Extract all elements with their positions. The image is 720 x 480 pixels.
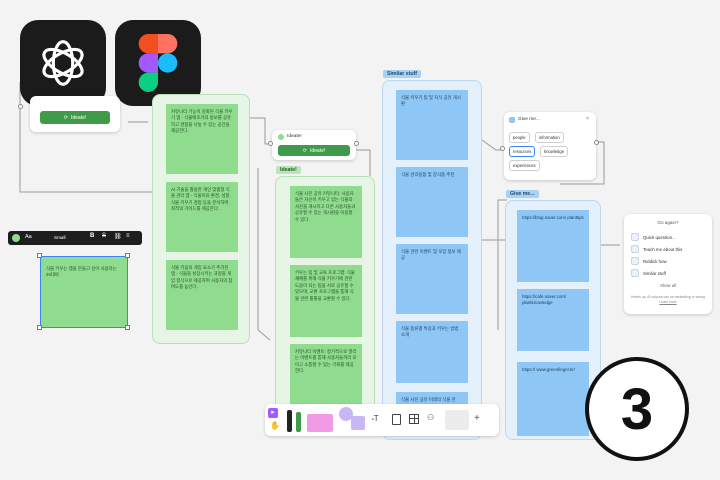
- square-shape-icon[interactable]: [351, 416, 365, 430]
- green-sticky-1[interactable]: 커뮤니티 기능이 강화된 식물 키우기 앱 - 식물애호가의 정보를 공유하고 …: [166, 104, 238, 174]
- color-swatch-icon[interactable]: [12, 234, 20, 242]
- pen-tool-icon[interactable]: [287, 410, 292, 432]
- step-number-badge: 3: [585, 357, 689, 461]
- ideate-button-mid[interactable]: ⟳ Ideate!: [278, 145, 350, 156]
- similar-sticky-3[interactable]: 식물 관련 이벤트 및 모임 정보 제공: [396, 244, 468, 314]
- menu-item-similar-stuff[interactable]: Similar stuff: [631, 269, 666, 277]
- wand-icon: [631, 257, 639, 265]
- menu-item-riddick-how[interactable]: Riddick how: [631, 257, 667, 265]
- selected-prompt-sticky[interactable]: 식물 키우는 앱을 만들고 싶어 사용자는 20대야: [40, 256, 128, 328]
- link-sticky-1[interactable]: https://blog.naver.com/ planttips: [517, 210, 589, 282]
- figma-logo-icon: [115, 20, 201, 106]
- resize-handle[interactable]: [37, 253, 42, 258]
- refresh-icon: ⟳: [302, 147, 307, 154]
- cursor-tool-icon[interactable]: ▸: [268, 408, 278, 418]
- give-me-section-label: Give me...: [506, 190, 539, 198]
- similar-sticky-2[interactable]: 식물 관리용품 및 장식품 추천: [396, 167, 468, 237]
- hand-tool-icon[interactable]: ✋: [270, 421, 280, 430]
- text-format-toolbar: Aa Small B S ⛓ ≡: [8, 231, 142, 245]
- ideate-card-mid: Ideate! ⟳ Ideate!: [272, 130, 356, 160]
- more-tools-icon[interactable]: +: [474, 413, 480, 424]
- learn-more-link[interactable]: Learn more: [659, 299, 677, 304]
- ideate-button-top[interactable]: ⟳ Ideate!: [40, 111, 110, 124]
- give-me-card: Give me... × people information resource…: [504, 112, 596, 180]
- link-sticky-3[interactable]: https:// www.greenfinger.kr/: [517, 362, 589, 436]
- connector-dot: [354, 141, 359, 146]
- ideate-card-top: ⟳ Ideate!: [30, 96, 120, 132]
- font-selector[interactable]: Aa: [25, 234, 32, 240]
- bottom-toolbar: ▸ ✋ •T ⚇ +: [265, 404, 499, 436]
- font-size-selector[interactable]: Small: [54, 234, 66, 240]
- widgets-tray-icon[interactable]: [445, 410, 469, 430]
- refresh-icon: ⟳: [63, 114, 68, 121]
- tag-information[interactable]: information: [535, 132, 564, 143]
- menu-item-quick-question[interactable]: Quick question...: [631, 233, 676, 241]
- question-icon: [631, 233, 639, 241]
- similar-stuff-label: Similar stuff: [383, 70, 421, 78]
- chatgpt-logo-icon: [20, 20, 106, 106]
- tag-knowledge[interactable]: knowledge: [540, 146, 569, 157]
- list-icon[interactable]: ≡: [126, 233, 130, 239]
- book-icon: [631, 245, 639, 253]
- close-icon[interactable]: ×: [586, 116, 589, 122]
- ideate-sticky-1[interactable]: 식물 사진 공유 커뮤니티: 사용자들은 자신이 키우고 있는 식물의 사진을 …: [290, 186, 362, 258]
- table-tool-icon[interactable]: [409, 414, 419, 424]
- ai-disclaimer: Heads up: AI outputs can be misleading o…: [631, 295, 705, 304]
- resize-handle[interactable]: [125, 325, 130, 330]
- stamp-tool-icon[interactable]: ⚇: [427, 413, 435, 422]
- ideate-card-title: Ideate!: [287, 134, 302, 139]
- sparkle-icon: [509, 117, 515, 123]
- similar-sticky-4[interactable]: 식물 종류별 특징과 키우는 방법 소개: [396, 321, 468, 383]
- tag-people[interactable]: people: [509, 132, 530, 143]
- show-all-link[interactable]: Show all: [660, 283, 676, 288]
- circle-shape-icon[interactable]: [339, 407, 353, 421]
- tag-experiences[interactable]: experiences: [509, 160, 540, 171]
- strikethrough-icon[interactable]: S: [102, 233, 107, 239]
- sticky-note-tool-icon[interactable]: [307, 414, 333, 432]
- text-tool-icon[interactable]: •T: [372, 414, 379, 423]
- menu-item-teach-me[interactable]: Teach me about this: [631, 245, 682, 253]
- connector-dot: [594, 140, 599, 145]
- section-tool-icon[interactable]: [392, 414, 401, 425]
- resize-handle[interactable]: [37, 325, 42, 330]
- green-sticky-3[interactable]: 식물 키움의 게임 요소가 추가된 앱 - 식물을 성장시키는 과정을 게임 형…: [166, 260, 238, 330]
- resize-handle[interactable]: [125, 253, 130, 258]
- connector-dot: [500, 146, 505, 151]
- connector-dot: [268, 141, 273, 146]
- go-again-menu: Go again? Quick question... Teach me abo…: [624, 214, 712, 314]
- copy-icon: [631, 269, 639, 277]
- similar-sticky-1[interactable]: 식물 키우기 팁 및 지식 공유 게시판: [396, 90, 468, 160]
- ideate-section-label: Ideate!: [276, 166, 301, 174]
- link-sticky-2[interactable]: https://cafe.naver.com/ plantknowledge: [517, 289, 589, 351]
- link-icon[interactable]: ⛓: [114, 234, 122, 240]
- green-sticky-2[interactable]: AI 기술을 활용한 개인 맞춤형 식물 관리 앱 - 식물이의 환경, 성향,…: [166, 182, 238, 252]
- bold-icon[interactable]: B: [90, 233, 95, 239]
- ideate-sticky-2[interactable]: 키우는 팁 및 교육 프로그램: 식물 재배를 위해 식물 키우기에 관한 도움…: [290, 265, 362, 337]
- go-again-title: Go again?: [657, 220, 679, 225]
- tag-resources[interactable]: resources: [509, 146, 536, 157]
- connector-dot: [18, 104, 23, 109]
- marker-tool-icon[interactable]: [296, 412, 301, 432]
- give-me-title: Give me...: [518, 117, 540, 122]
- sparkle-icon: [278, 134, 284, 140]
